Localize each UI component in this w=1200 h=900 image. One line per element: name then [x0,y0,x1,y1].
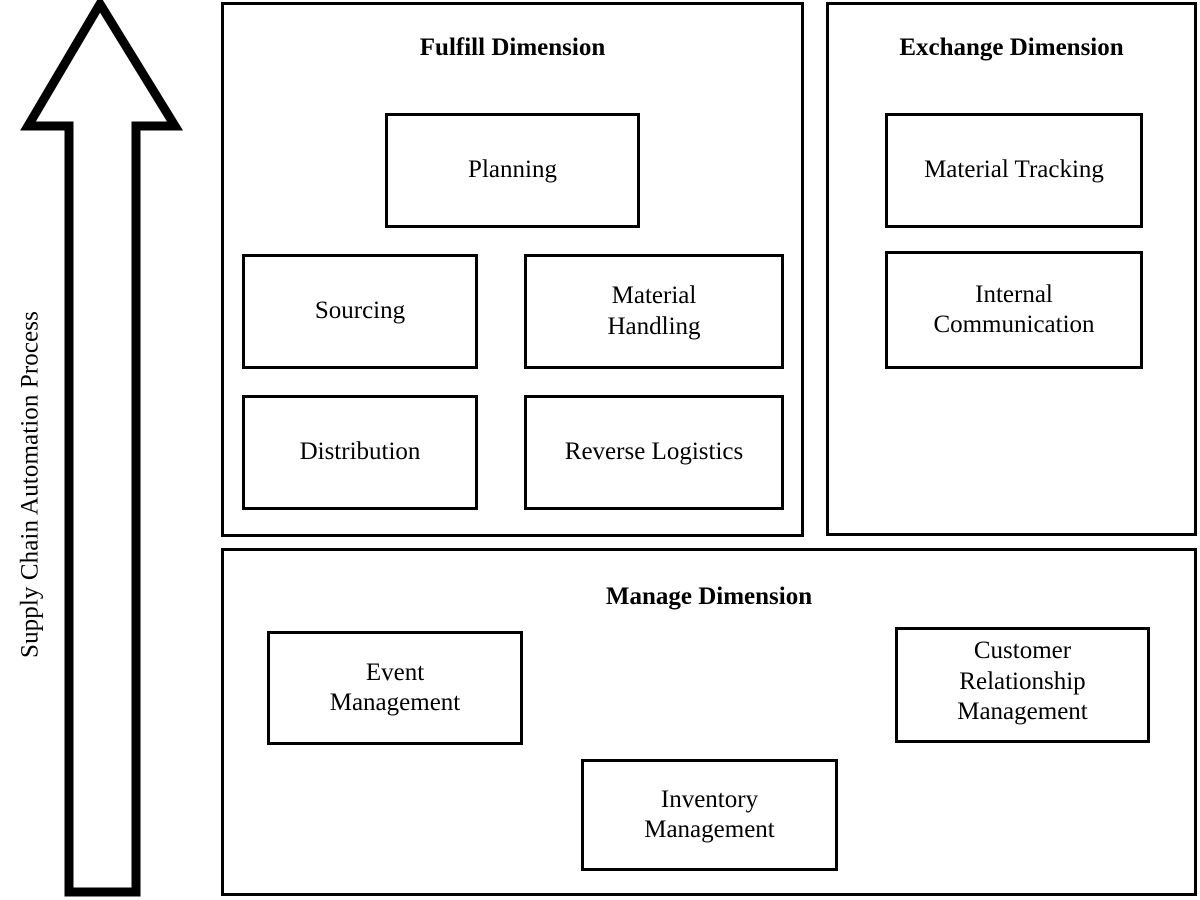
node-reverse-logistics[interactable]: Reverse Logistics [524,395,784,510]
node-internal-communication-label-line2: Communication [933,311,1095,338]
node-sourcing[interactable]: Sourcing [242,254,478,369]
node-material-handling-label-line1: Material [611,282,697,309]
node-planning-label: Planning [468,156,557,184]
node-inventory-management-label-line2: Management [644,816,775,843]
node-event-management-label-line2: Management [329,689,461,716]
node-inventory-management[interactable]: Inventory Management [581,759,838,871]
supply-chain-arrow-group [20,0,185,900]
node-customer-relationship-management[interactable]: Customer Relationship Management [895,627,1150,743]
node-planning[interactable]: Planning [385,113,640,228]
node-crm-label-line2: Relationship [959,667,1086,695]
node-event-management[interactable]: Event Management [267,631,523,745]
node-reverse-logistics-label: Reverse Logistics [564,438,744,466]
node-inventory-management-label-line1: Inventory [660,785,759,813]
node-internal-communication-label-line1: Internal [975,280,1053,308]
node-material-tracking[interactable]: Material Tracking [885,113,1143,228]
node-material-tracking-label: Material Tracking [924,156,1104,184]
panel-title-manage-dimension: Manage Dimension [605,583,813,610]
panel-title-fulfill-dimension: Fulfill Dimension [419,34,606,61]
node-crm-label-line1: Customer [973,637,1072,664]
node-crm-label-line3: Management [957,698,1088,725]
node-material-handling-label-line2: Handling [607,312,701,340]
panel-title-exchange-dimension: Exchange Dimension [899,34,1124,61]
axis-label-supply-chain-automation-process: Supply Chain Automation Process [16,311,44,658]
node-material-handling[interactable]: Material Handling [524,254,784,369]
node-distribution[interactable]: Distribution [242,395,478,510]
node-sourcing-label: Sourcing [314,297,406,325]
node-distribution-label: Distribution [299,438,421,466]
node-internal-communication[interactable]: Internal Communication [885,251,1143,369]
node-event-management-label-line1: Event [365,658,425,686]
up-arrow-icon [20,0,184,897]
